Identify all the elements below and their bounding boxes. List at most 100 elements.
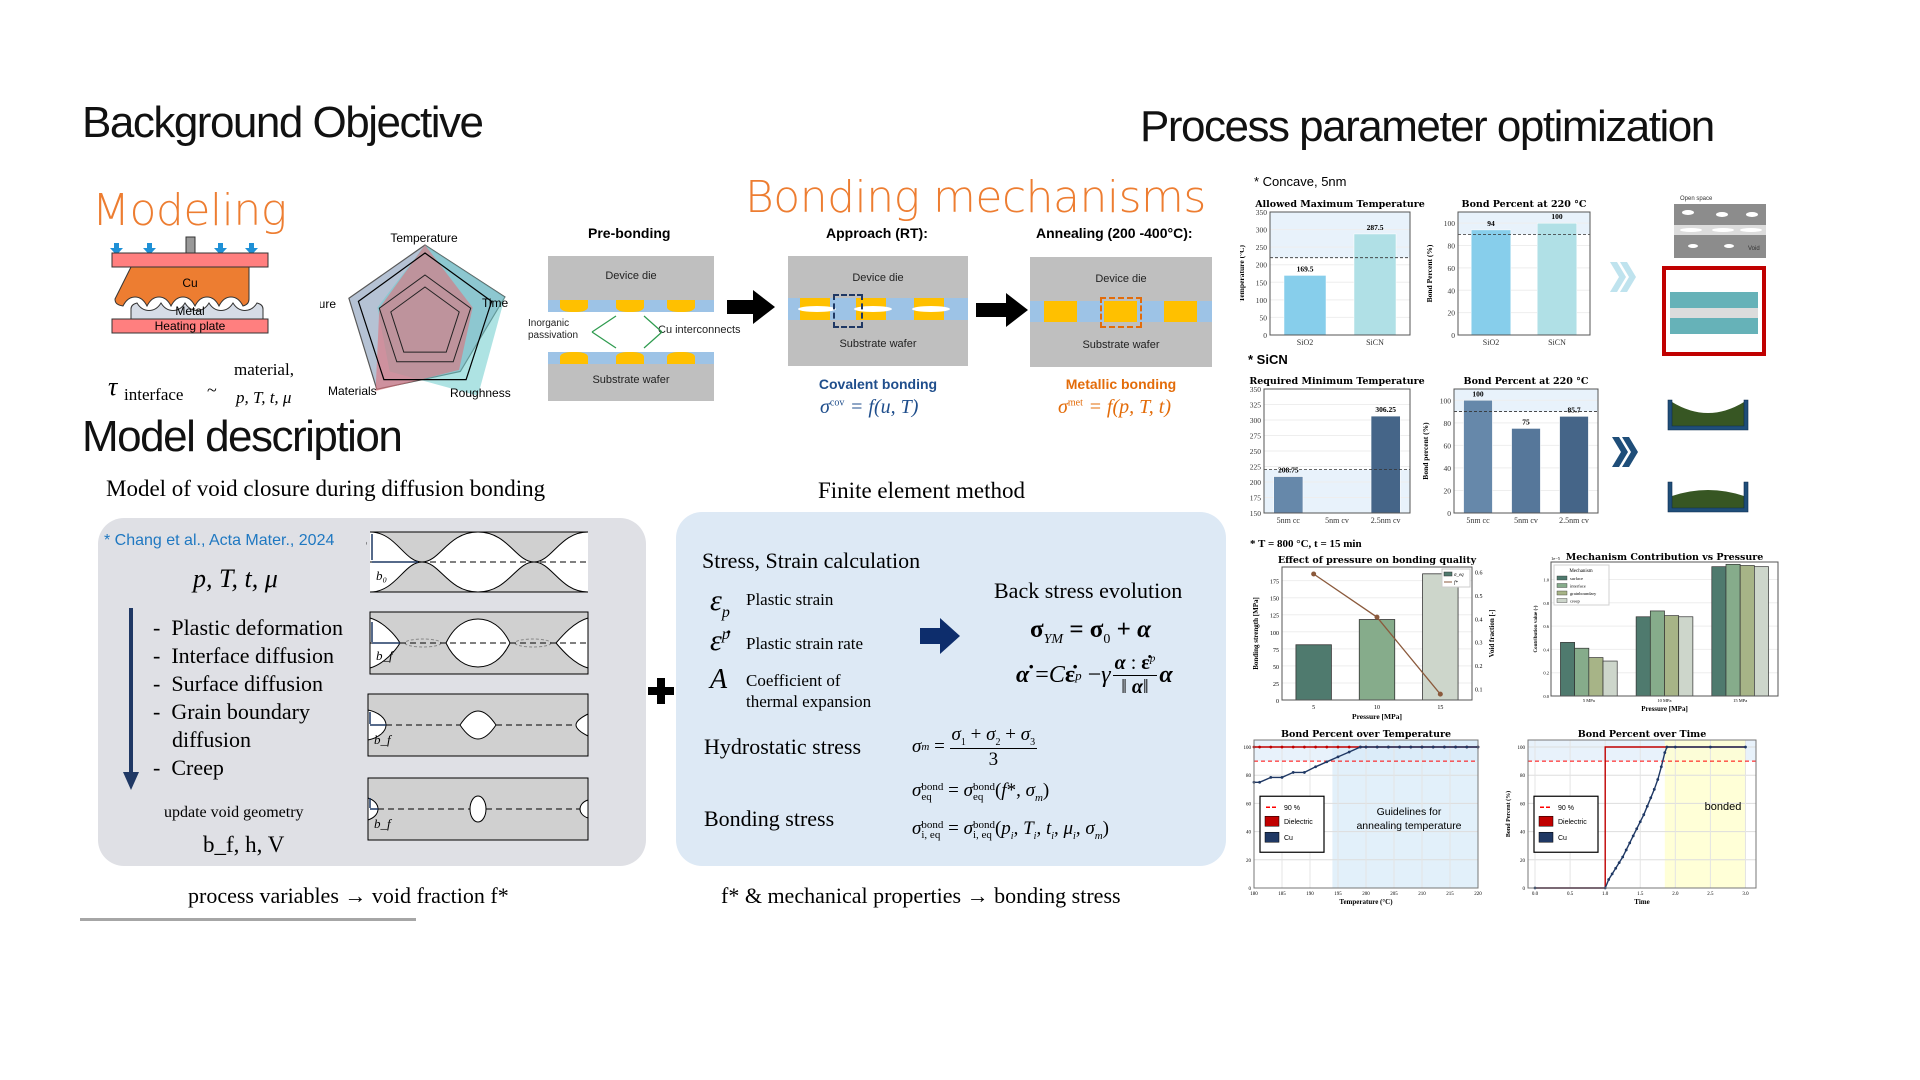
y-tick-label: 150 (1270, 597, 1279, 603)
legend-label: surface (1570, 576, 1583, 581)
y-axis-label: Bonding strength [MPa] (1252, 597, 1260, 670)
series-point (1624, 848, 1628, 852)
y-tick-label: 150 (1256, 278, 1268, 287)
y-tick-label: 100 (1440, 396, 1452, 405)
data-label: 94 (1487, 219, 1495, 228)
bar (1635, 616, 1651, 697)
update-void-vars: b_f, h, V (203, 832, 285, 857)
y-tick-label: 40 (1520, 831, 1526, 836)
plot-frame (1457, 211, 1591, 336)
mechanism-item: diffusion (172, 727, 252, 752)
series-point (1454, 745, 1457, 749)
radar-grid-inner (390, 286, 460, 353)
series-point (1614, 866, 1618, 870)
mechanism-item: - Creep (153, 755, 224, 780)
y-tick-label: 200 (1256, 261, 1268, 270)
y2-axis-label: Void fraction [-] (1488, 610, 1496, 658)
y-tick-label: 80 (1444, 419, 1452, 428)
y-tick-label: 0 (1276, 699, 1279, 705)
y-tick-label: 0.8 (1543, 601, 1549, 606)
x-tick-label: 2.5nm cv (1371, 516, 1401, 525)
y-tick-label: 0.2 (1543, 671, 1549, 676)
series-point (1387, 745, 1390, 749)
x-tick-label: 1.5 (1637, 892, 1644, 897)
radar-axis-pressure: Pressure (320, 297, 336, 311)
guideline-shading (1332, 740, 1478, 888)
press-diagram: Cu Metal Heating plate (110, 236, 269, 334)
x-axis-label: Time (1634, 898, 1649, 906)
bonding-stress-label: Bonding stress (704, 806, 835, 831)
data-label: 85.7 (1567, 405, 1580, 414)
x-tick-label: 2.5 (1707, 892, 1714, 897)
covalent-highlight-box (833, 294, 863, 328)
series-point (1638, 820, 1642, 824)
x-tick-label: 5nm cc (1466, 516, 1490, 525)
bonded-shading (1664, 740, 1746, 888)
void-stage-3: h b_f (367, 693, 589, 757)
void-closure-panel: * Chang et al., Acta Mater., 2024 p, T, … (98, 518, 646, 866)
y-axis-label: Bond Percent (%) (1425, 244, 1434, 302)
dependency-line-1: material, (234, 360, 294, 379)
label-heating-plate: Heating plate (155, 319, 226, 333)
x-tick-label: 5nm cc (1277, 516, 1301, 525)
stage-prebonding-title: Pre-bonding (588, 225, 671, 241)
y-tick-label: 60 (1444, 441, 1452, 450)
model-left-caption: Model of void closure during diffusion b… (106, 476, 546, 501)
series-point (1359, 745, 1362, 749)
x-tick-label: 0.0 (1532, 892, 1539, 897)
bar (1754, 566, 1769, 697)
bar (1602, 660, 1618, 697)
fem-panel: Stress, Strain calculation εp Plastic st… (676, 512, 1226, 866)
plot-frame (1263, 388, 1411, 514)
y-axis-label: Bond percent (%) (1421, 422, 1430, 480)
void-stage-1: h₀ b₀ (366, 531, 589, 593)
stage-annealing-title: Annealing (200 -400°C): (1036, 225, 1193, 241)
legend-swatch (1538, 831, 1554, 843)
pressure-arrows (110, 243, 258, 255)
x-tick-label: 15 (1437, 705, 1443, 711)
series-point (1659, 765, 1663, 769)
update-void-label: update void geometry (164, 804, 304, 821)
dependency-line-2: p, T, t, μ (236, 388, 292, 407)
y-tick-label: 50 (1273, 665, 1279, 671)
series-point (1314, 745, 1317, 749)
annotation-line-1: Guidelines for (1377, 806, 1442, 818)
stage-prebonding-diagram: Device die Substrate wafer Inorganic pas… (528, 256, 741, 401)
mechanism-item: - Interface diffusion (153, 643, 335, 668)
bar (1422, 573, 1459, 701)
y-tick-label: 20 (1520, 859, 1526, 864)
legend-label: grainboundary (1570, 591, 1597, 596)
y-tick-label: 100 (1270, 631, 1279, 637)
bar (1295, 644, 1332, 701)
x-tick-label: 5 MPa (1583, 698, 1595, 703)
series-point (1673, 745, 1677, 749)
plastic-strain-label: Plastic strain (746, 590, 834, 609)
y2-tick-label: 0.5 (1475, 594, 1483, 600)
y-tick-label: 20 (1246, 859, 1252, 864)
mechanism-item: - Grain boundary (153, 699, 311, 724)
radar-series-materials-profile (375, 245, 473, 391)
selected-sicn-illustration[interactable] (1662, 266, 1766, 356)
stage-arrow-1-icon (727, 290, 775, 324)
prebond-passivation-label: Inorganic passivation (528, 318, 579, 341)
bar (1559, 416, 1589, 514)
legend-label: Dielectric (1558, 819, 1587, 826)
y-tick-label: 50 (1260, 313, 1268, 322)
chart-title: Bond Percent at 220 °C (1464, 376, 1589, 387)
note-sicn: * SiCN (1248, 352, 1288, 367)
series-point (1269, 745, 1273, 749)
series-point (1431, 745, 1435, 749)
stress-strain-title: Stress, Strain calculation (702, 548, 921, 573)
heading-model-description: Model description (82, 412, 403, 461)
data-label: 100 (1472, 389, 1484, 398)
y-tick-label: 80 (1246, 774, 1252, 779)
y-tick-label: 100 (1518, 746, 1526, 751)
legend-label: creep (1570, 599, 1580, 604)
citation: * Chang et al., Acta Mater., 2024 (104, 532, 335, 549)
scale-note: 1e−5 (1551, 556, 1561, 561)
series-point (1325, 760, 1329, 764)
label-bf: b_f (376, 648, 395, 663)
legend-swatch (1538, 815, 1554, 827)
plot-frame (1281, 566, 1473, 701)
